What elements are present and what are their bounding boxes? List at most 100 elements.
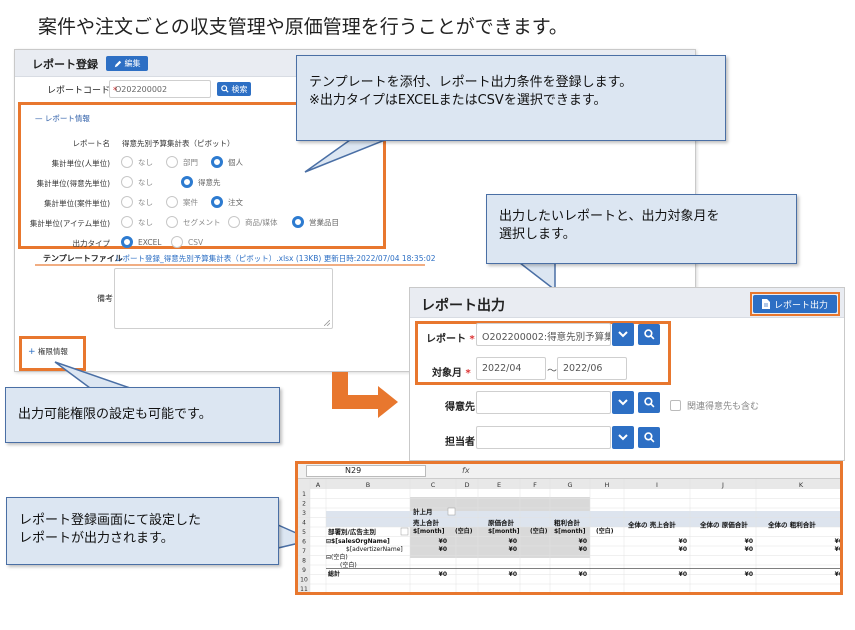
column-subheader: (空白) xyxy=(530,527,548,535)
report-select[interactable]: O202200002:得意先別予算集 xyxy=(476,323,611,346)
row-number: 5 xyxy=(302,529,306,536)
radio-circle-icon[interactable] xyxy=(171,236,183,248)
customer-search-button[interactable] xyxy=(638,392,660,413)
pivot-value-cell: ¥0 xyxy=(509,546,517,553)
pivot-value-cell: ¥0 xyxy=(835,546,843,553)
fx-icon: fx xyxy=(462,466,470,475)
permission-toggle[interactable]: + 権限情報 xyxy=(28,346,68,357)
report-info-section: — レポート情報 レポート名 得意先別予算集計表（ピボット） 集計単位(人単位)… xyxy=(18,102,386,249)
report-output-panel: レポート出力 レポート出力 レポート * O202200002:得意先別予算集 … xyxy=(409,287,845,461)
chevron-down-icon xyxy=(618,331,628,338)
code-search-button[interactable]: 検索 xyxy=(217,82,251,96)
radio-circle-icon[interactable] xyxy=(121,196,133,208)
row-number: 4 xyxy=(302,520,306,527)
chevron-down-icon xyxy=(618,434,628,441)
pivot-value-cell: ¥0 xyxy=(509,571,517,578)
radio-circle-icon[interactable] xyxy=(292,216,304,228)
staff-select[interactable] xyxy=(476,426,611,449)
related-customer-checkbox[interactable] xyxy=(670,400,681,411)
radio-option[interactable]: 案件 xyxy=(166,196,198,208)
cell-name-box[interactable]: N29 xyxy=(306,465,426,477)
template-file-link[interactable]: レポート登録_得意先別予算集計表（ピボット）.xlsx (13KB) 更新日時:… xyxy=(115,254,436,263)
radio-option[interactable]: なし xyxy=(121,196,153,208)
month-from-input[interactable]: 2022/04 xyxy=(476,357,546,380)
staff-dropdown-button[interactable] xyxy=(612,426,634,449)
radio-circle-icon[interactable] xyxy=(121,156,133,168)
radio-option[interactable]: CSV xyxy=(171,236,203,248)
row-number: 3 xyxy=(302,510,306,517)
radio-option[interactable]: 注文 xyxy=(211,196,243,208)
radio-option-label: 営業品目 xyxy=(309,217,339,227)
report-search-button[interactable] xyxy=(638,324,660,345)
output-header: レポート出力 レポート出力 xyxy=(410,288,844,318)
form-row-label: 集計単位(人単位) xyxy=(51,159,110,168)
report-output-button[interactable]: レポート出力 xyxy=(753,295,837,313)
radio-option[interactable]: 商品/媒体 xyxy=(228,216,278,228)
output-title: レポート出力 xyxy=(421,298,505,314)
radio-option[interactable]: なし xyxy=(121,176,153,188)
radio-circle-icon[interactable] xyxy=(121,236,133,248)
radio-option[interactable]: なし xyxy=(121,216,153,228)
search-icon xyxy=(643,432,654,443)
month-to-input[interactable]: 2022/06 xyxy=(557,357,627,380)
pivot-value-cell: ¥0 xyxy=(679,538,687,545)
filter-dropdown-icon[interactable] xyxy=(400,527,409,536)
staff-search-button[interactable] xyxy=(638,427,660,448)
radio-circle-icon[interactable] xyxy=(166,156,178,168)
arrow-to-output xyxy=(332,372,398,418)
radio-option-label: 注文 xyxy=(228,197,243,207)
form-row: 集計単位(案件単位)なし案件注文 xyxy=(21,195,383,211)
row-header-label: 部署別/広告主別 xyxy=(328,527,376,536)
column-header-bar xyxy=(298,479,840,489)
report-code-input[interactable]: O202200002 xyxy=(109,80,211,98)
pivot-value-cell: ¥0 xyxy=(509,538,517,545)
radio-circle-icon[interactable] xyxy=(121,216,133,228)
column-letter: G xyxy=(567,481,572,489)
month-required-mark: * xyxy=(465,368,471,379)
related-customer-check[interactable]: 関連得意先も含む xyxy=(670,399,759,412)
radio-circle-icon[interactable] xyxy=(166,216,178,228)
row-number: 11 xyxy=(300,586,308,593)
radio-option-label: 個人 xyxy=(228,157,243,167)
permission-section: + 権限情報 xyxy=(19,336,86,371)
remark-textarea[interactable] xyxy=(114,268,333,329)
radio-option-label: 部門 xyxy=(183,157,198,167)
column-header: 全体の 原価合計 xyxy=(699,520,748,529)
header-sum-label: 計上月 xyxy=(413,507,433,516)
filter-dropdown-icon[interactable] xyxy=(447,507,456,516)
edit-button[interactable]: 編集 xyxy=(106,56,148,71)
radio-option[interactable]: 営業品目 xyxy=(292,216,339,228)
customer-dropdown-button[interactable] xyxy=(612,391,634,414)
form-row-label: 出力タイプ xyxy=(72,239,111,248)
radio-option[interactable]: 個人 xyxy=(211,156,243,168)
pivot-value-cell: ¥0 xyxy=(745,538,753,545)
radio-option[interactable]: なし xyxy=(121,156,153,168)
customer-label: 得意先 xyxy=(445,402,475,413)
pivot-shaded-area xyxy=(410,497,590,558)
radio-circle-icon[interactable] xyxy=(166,196,178,208)
form-row: 集計単位(得意先単位) なし 得意先 xyxy=(21,175,383,191)
customer-select[interactable] xyxy=(476,391,611,414)
radio-circle-icon[interactable] xyxy=(228,216,240,228)
row-number: 7 xyxy=(302,548,306,555)
radio-option[interactable]: 部門 xyxy=(166,156,198,168)
radio-option[interactable]: 得意先 xyxy=(181,176,221,188)
radio-option[interactable]: EXCEL xyxy=(121,236,162,248)
radio-circle-icon[interactable] xyxy=(211,196,223,208)
file-icon xyxy=(761,299,770,309)
report-info-toggle[interactable]: — レポート情報 xyxy=(35,113,90,124)
row-number: 1 xyxy=(302,491,306,498)
radio-option-label: なし xyxy=(138,157,153,167)
report-dropdown-button[interactable] xyxy=(612,323,634,346)
column-letter: F xyxy=(533,481,537,489)
radio-option[interactable]: セグメント xyxy=(166,216,221,228)
radio-circle-icon[interactable] xyxy=(181,176,193,188)
row-header-bar xyxy=(298,489,310,592)
remark-label: 備考 xyxy=(97,294,113,303)
form-row-label: 集計単位(得意先単位) xyxy=(36,179,110,188)
radio-circle-icon[interactable] xyxy=(211,156,223,168)
month-label-text: 対象月 xyxy=(432,368,462,379)
pivot-row-label: ⊟$[salesOrgName] xyxy=(326,538,390,545)
report-info-label: レポート情報 xyxy=(44,114,90,123)
radio-circle-icon[interactable] xyxy=(121,176,133,188)
